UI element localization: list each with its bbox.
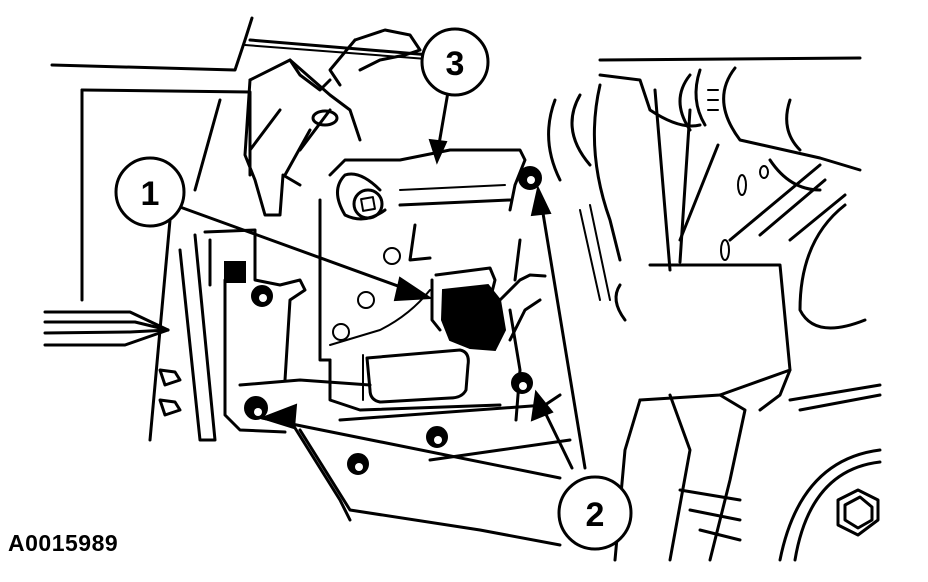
callout-3-number: 3: [446, 45, 465, 83]
callout-1: 1: [114, 156, 186, 228]
figure-code: A0015989: [8, 530, 119, 556]
mounting-nuts: [224, 166, 542, 475]
upper-bracket: [243, 28, 422, 217]
callout-2: 2: [557, 475, 633, 551]
wiring-harness-left: [43, 310, 170, 347]
dash-panel-frame: [50, 16, 441, 302]
callout-3: 3: [420, 27, 490, 97]
leader-lines: [178, 90, 587, 480]
callout-2-number: 2: [586, 496, 605, 534]
electrical-connector: [430, 238, 547, 422]
steering-column-area: [547, 56, 867, 330]
callout-1-number: 1: [141, 175, 160, 213]
pedal-bracket: [613, 263, 882, 562]
lower-mounting-plate: [148, 218, 572, 547]
